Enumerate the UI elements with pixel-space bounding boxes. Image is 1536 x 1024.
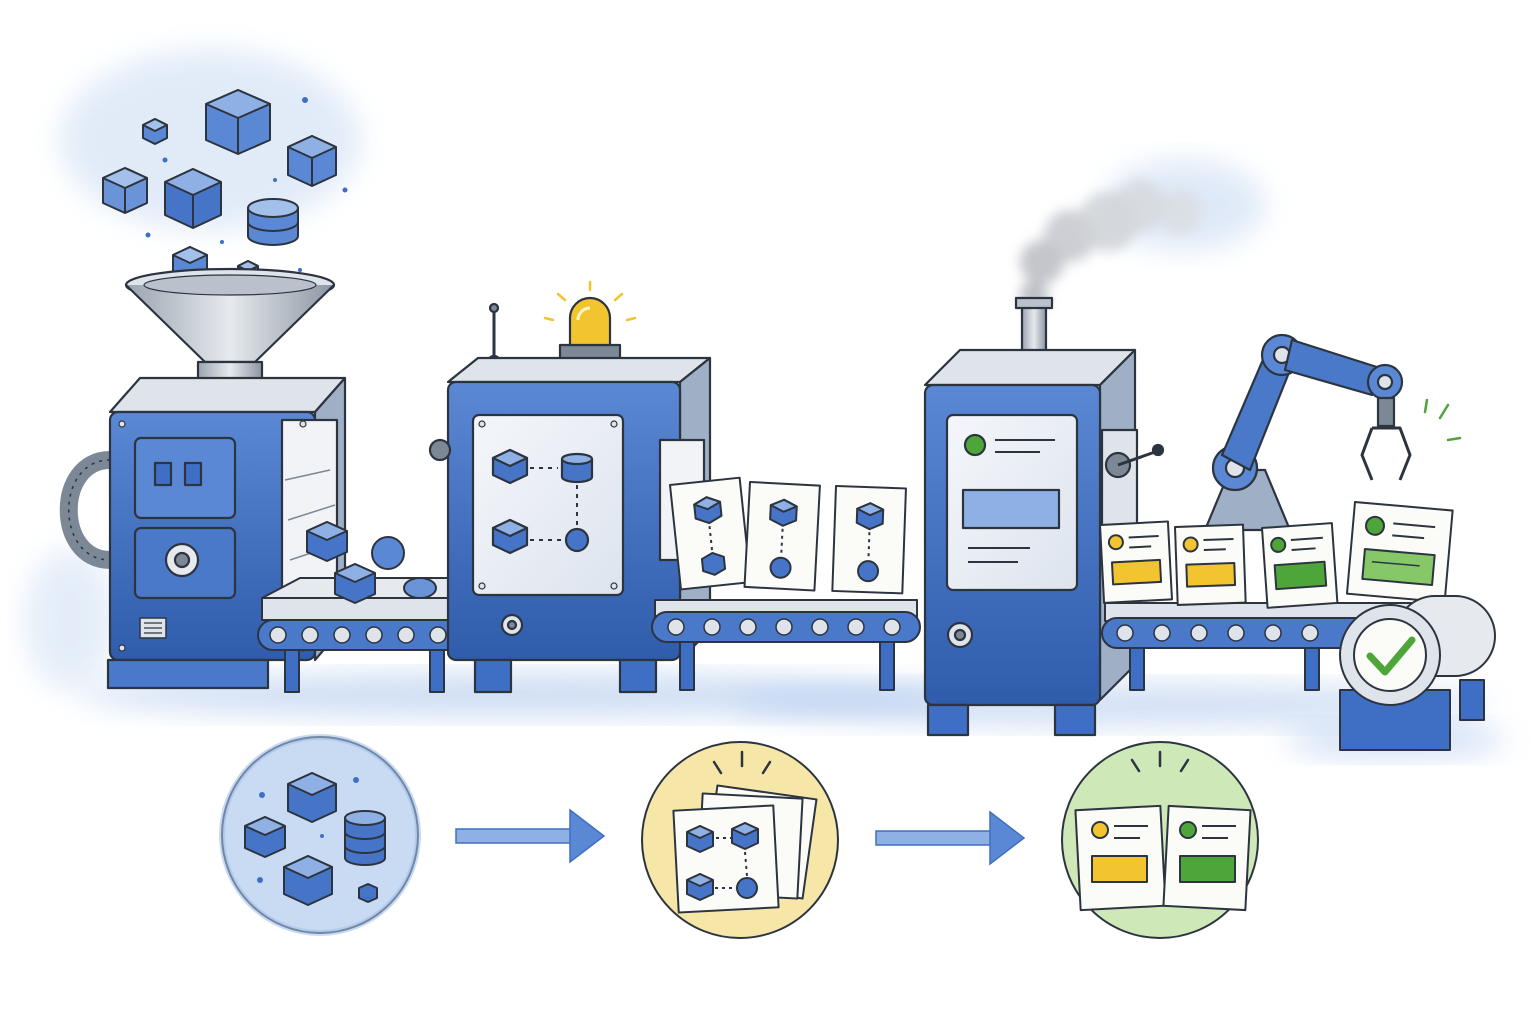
funnel-hopper — [124, 267, 336, 390]
gripper-icon — [1360, 426, 1412, 481]
robot-arm — [1203, 333, 1462, 532]
cube-icon — [287, 135, 337, 187]
conveyor-belt-1 — [257, 521, 471, 693]
falling-data-cubes — [102, 89, 348, 283]
cube-icon — [491, 518, 529, 555]
schema-card — [743, 481, 821, 592]
side-hose — [59, 451, 119, 569]
warning-beacon-icon — [543, 280, 637, 362]
approved-report-cards-icon — [1074, 804, 1252, 912]
cube-icon — [142, 118, 168, 145]
cube-icon — [205, 89, 271, 155]
report-card-pending — [1174, 523, 1247, 606]
raw-data-cubes-icon — [244, 772, 386, 906]
report-screen — [945, 413, 1079, 592]
sphere-icon — [371, 536, 405, 570]
schema-card — [669, 476, 752, 591]
check-mark-icon — [1366, 636, 1416, 676]
report-machine — [923, 180, 1202, 737]
cube-icon — [164, 168, 222, 229]
cube-icon — [306, 521, 348, 562]
schema-card — [831, 485, 907, 595]
arrow-right-icon — [455, 808, 606, 864]
stage-final — [1061, 741, 1259, 939]
database-icon — [560, 452, 594, 484]
report-card-approved — [1261, 522, 1339, 609]
report-card-pending — [1099, 520, 1173, 604]
report-card-approved — [1345, 500, 1454, 604]
schema-machine — [428, 280, 712, 694]
stage-processed — [641, 741, 839, 939]
puck-icon — [403, 577, 437, 599]
cube-icon — [491, 448, 529, 485]
schema-panel — [471, 413, 625, 597]
database-icon — [247, 198, 299, 246]
smoke-cloud — [1020, 180, 1202, 309]
structured-schema-cards-icon — [672, 784, 818, 914]
approval-roller — [1339, 595, 1496, 751]
cube-icon — [334, 563, 376, 604]
arrow-right-icon — [875, 810, 1026, 866]
cube-icon — [102, 167, 148, 214]
conveyor-belt-2 — [651, 476, 921, 691]
stage-raw — [219, 734, 421, 936]
conveyor-belt-3 — [1099, 500, 1496, 751]
